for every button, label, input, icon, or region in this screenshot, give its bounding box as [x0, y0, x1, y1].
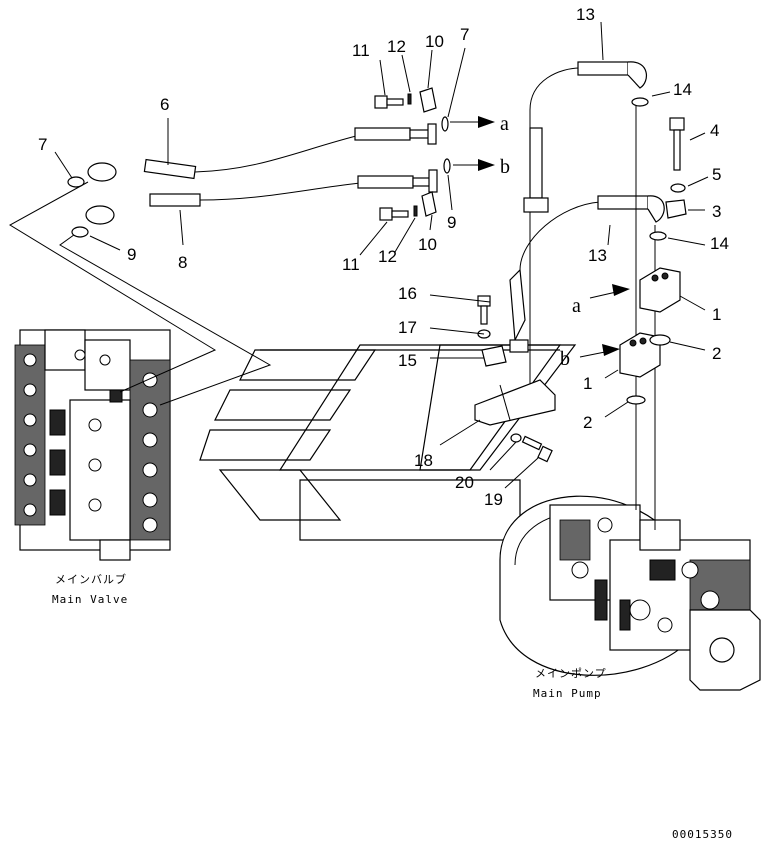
hose-end-b [357, 169, 438, 193]
callout-5: 5 [712, 165, 721, 184]
callout-11-lower: 11 [342, 255, 360, 274]
callout-9-left: 9 [127, 245, 136, 264]
callout-14-lower: 14 [710, 234, 729, 253]
callout-17: 17 [398, 318, 417, 337]
callout-1-upper: 1 [712, 305, 721, 324]
drawing-number: 00015350 [672, 828, 733, 841]
o-ring-2-lower [626, 395, 646, 405]
callout-13-lower: 13 [588, 246, 607, 265]
ref-b-upper: b [500, 156, 510, 178]
hose-8 [85, 182, 361, 225]
callout-12-lower: 12 [378, 247, 397, 266]
callout-10-lower: 10 [418, 235, 437, 254]
arrow-from-a [589, 284, 630, 299]
callout-7-left: 7 [38, 135, 47, 154]
flange-block-1-upper [639, 267, 681, 313]
callout-6: 6 [160, 95, 169, 114]
callout-8: 8 [178, 253, 187, 272]
main-pump-label-en: Main Pump [533, 687, 602, 700]
washer-12-upper [407, 93, 412, 105]
o-ring-9-left [71, 226, 89, 238]
bolt-4 [669, 117, 685, 171]
reference-letters: a b a b [500, 113, 581, 370]
main-valve-label-en: Main Valve [52, 593, 128, 606]
callout-7-right: 7 [460, 25, 469, 44]
callout-13-upper: 13 [576, 5, 595, 24]
callout-2-lower: 2 [583, 413, 592, 432]
hose-6 [87, 134, 361, 182]
callout-20: 20 [455, 473, 474, 492]
background-logo [199, 344, 577, 541]
callout-16: 16 [398, 284, 417, 303]
callout-9-right: 9 [447, 213, 456, 232]
clamp-3 [665, 199, 687, 219]
hose-13-upper [523, 61, 647, 213]
bracket-18 [474, 379, 556, 426]
clamp-15 [481, 345, 507, 367]
arrow-from-b [579, 344, 620, 358]
bolt-11-lower [379, 207, 409, 221]
bolt-19 [521, 435, 553, 463]
washer-12-lower [413, 205, 418, 217]
bolt-16 [477, 295, 491, 325]
ref-b-lower: b [560, 348, 570, 370]
callout-19: 19 [484, 490, 503, 509]
bolt-11-upper [374, 95, 404, 109]
callout-2-upper: 2 [712, 344, 721, 363]
main-pump-label-jp: メインポンプ [535, 667, 607, 680]
callout-10-upper: 10 [425, 32, 444, 51]
arrow-to-a [450, 116, 495, 128]
callout-18: 18 [414, 451, 433, 470]
hose-end-a [354, 123, 437, 145]
leader-lines [54, 21, 709, 489]
main-valve-drawing [14, 329, 171, 561]
main-pump-drawing [499, 495, 761, 691]
callout-11-upper: 11 [352, 41, 370, 60]
valve-connection-lines [9, 181, 272, 406]
o-ring-2-upper [649, 334, 671, 346]
hose-13-lower [509, 195, 665, 353]
callout-3: 3 [712, 202, 721, 221]
clamp-10-upper [419, 87, 437, 113]
washer-20 [510, 433, 522, 443]
o-ring-9-right [443, 158, 451, 174]
flange-block-1-lower [619, 332, 661, 378]
callout-4: 4 [710, 121, 719, 140]
callout-12-upper: 12 [387, 37, 406, 56]
callout-1-lower: 1 [583, 374, 592, 393]
arrow-to-b [453, 159, 495, 171]
o-ring-7-right [441, 116, 449, 132]
main-valve-label-jp: メインバルブ [55, 572, 127, 586]
callout-15: 15 [398, 351, 417, 370]
ref-a-upper: a [500, 113, 509, 135]
callout-14-upper: 14 [673, 80, 692, 99]
callout-labels: 6 7 9 8 11 12 10 7 9 10 12 11 13 14 4 5 … [38, 5, 729, 509]
ref-a-lower: a [572, 295, 581, 317]
o-ring-7-left [67, 176, 85, 188]
o-ring-14-upper [631, 97, 649, 107]
washer-5 [670, 183, 686, 193]
o-ring-14-lower [649, 231, 667, 241]
clamp-10-lower [421, 191, 437, 217]
